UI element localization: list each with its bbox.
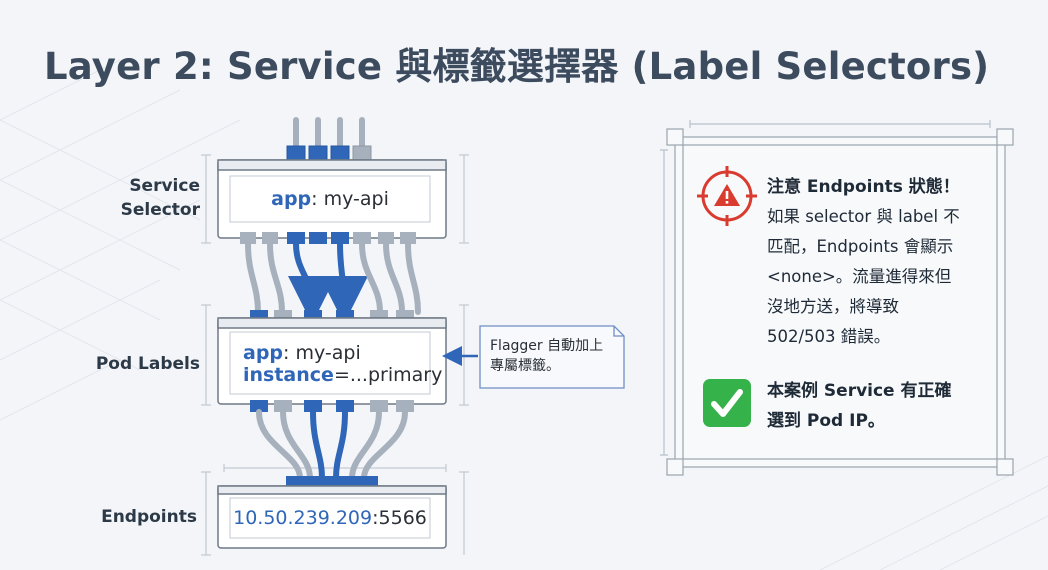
- endpoint-address: 10.50.239.209:5566: [230, 507, 430, 529]
- endpoints-warning: 注意 Endpoints 狀態！ 如果 selector 與 label 不 匹…: [767, 172, 997, 352]
- service-to-pod-connectors: [240, 232, 421, 324]
- dimension-guides: [201, 154, 469, 556]
- pod-labels-label: Pod Labels: [95, 354, 200, 374]
- check-mark-icon: [703, 379, 751, 427]
- page-title: Layer 2: Service 與標籤選擇器 (Label Selectors…: [44, 45, 990, 88]
- warning-body: 如果 selector 與 label 不 匹配，Endpoints 會顯示 <…: [767, 207, 960, 346]
- pod-label-app: app: my-api: [243, 342, 361, 364]
- service-selector-label: Service Selector: [120, 176, 200, 220]
- pod-labels-box: [217, 310, 447, 405]
- endpoints-box: [217, 485, 447, 549]
- success-note: 本案例 Service 有正確 選到 Pod IP。: [767, 381, 952, 431]
- warning-crosshair-icon: [697, 166, 757, 226]
- service-selector-value: app: my-api: [230, 188, 430, 210]
- flagger-callout: [442, 325, 625, 389]
- pod-label-instance: instance=...primary: [243, 364, 443, 386]
- service-selector-box: [217, 159, 447, 239]
- selector-key: app: [271, 188, 312, 210]
- pod-labels-value: app: my-api instance=...primary: [243, 342, 443, 386]
- endpoint-port: :5566: [372, 507, 427, 529]
- input-cables: [286, 117, 372, 165]
- endpoints-label: Endpoints: [101, 507, 197, 527]
- endpoint-ip: 10.50.239.209: [233, 507, 373, 529]
- warning-title: 注意 Endpoints 狀態！: [767, 177, 960, 197]
- selector-value: : my-api: [311, 188, 389, 210]
- pod-to-endpoint-connectors: [250, 400, 414, 486]
- flagger-callout-text: Flagger 自動加上 專屬標籤。: [490, 338, 604, 374]
